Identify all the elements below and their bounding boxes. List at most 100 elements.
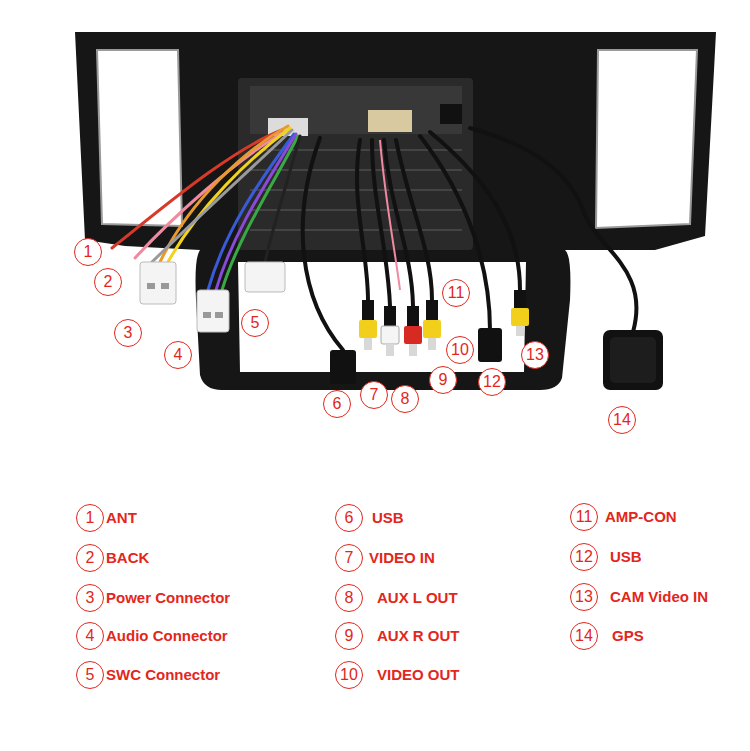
part-name: AUX R OUT	[377, 627, 460, 645]
swc-plug	[245, 262, 285, 292]
gps-antenna-top	[610, 337, 656, 383]
rca-body	[407, 306, 419, 326]
callout-number: 2	[94, 268, 122, 296]
callout-text: 13	[526, 347, 544, 363]
port-block	[368, 110, 412, 132]
part-name: VIDEO OUT	[377, 666, 460, 684]
rca-body	[426, 300, 438, 320]
callout-text: 7	[370, 387, 379, 403]
rca-body	[514, 290, 526, 308]
callout-number: 9	[335, 622, 363, 650]
rca-body	[362, 300, 374, 320]
part-name: GPS	[612, 627, 644, 645]
callout-text: 3	[124, 325, 133, 341]
cable	[303, 138, 343, 350]
part-name: CAM Video IN	[610, 588, 708, 606]
usb-plug	[478, 328, 502, 362]
rca-body	[384, 306, 396, 326]
part-name: USB	[372, 509, 404, 527]
callout-number: 12	[478, 368, 506, 396]
callout-text: 11	[576, 509, 593, 525]
callout-text: 10	[451, 342, 469, 358]
bezel-frame	[75, 32, 716, 390]
callout-text: 6	[333, 396, 342, 412]
callout-text: 7	[345, 550, 354, 566]
part-name: USB	[610, 548, 642, 566]
wire	[265, 136, 300, 262]
callout-number: 14	[608, 406, 636, 434]
callout-text: 9	[345, 628, 354, 644]
cables	[303, 128, 637, 350]
callout-number: 11	[442, 279, 470, 307]
rca-collar-yellow	[511, 308, 529, 326]
callout-number: 1	[76, 504, 104, 532]
rca-collar-red	[404, 326, 422, 344]
rca-collar-yellow	[359, 320, 377, 338]
callout-text: 10	[340, 667, 358, 683]
rca-tip	[364, 338, 372, 350]
callout-text: 5	[251, 315, 260, 331]
rca-collar-yellow	[423, 320, 441, 338]
usb-plug	[330, 350, 356, 384]
callout-text: 1	[86, 510, 95, 526]
callout-text: 8	[345, 590, 354, 606]
part-name: Audio Connector	[106, 627, 228, 645]
gps-cable	[470, 128, 636, 332]
callout-text: 12	[483, 374, 501, 390]
callout-number: 8	[335, 584, 363, 612]
callout-number: 5	[76, 661, 104, 689]
audio-plug	[197, 290, 229, 332]
callout-text: 3	[86, 590, 95, 606]
rca-tip	[516, 326, 524, 336]
rib	[250, 209, 462, 211]
callout-number: 7	[335, 544, 363, 572]
callout-number: 8	[391, 385, 419, 413]
callout-number: 3	[76, 584, 104, 612]
callout-text: 11	[448, 285, 465, 301]
callout-number: 5	[241, 309, 269, 337]
callout-text: 4	[174, 347, 183, 363]
rca-collar-white	[381, 326, 399, 344]
callout-text: 8	[401, 391, 410, 407]
gps-antenna	[603, 330, 663, 390]
callout-text: 14	[575, 628, 593, 644]
part-name: AMP-CON	[605, 508, 677, 526]
callout-text: 4	[86, 628, 95, 644]
cable	[420, 136, 490, 330]
callout-text: 13	[575, 589, 593, 605]
callout-number: 9	[429, 366, 457, 394]
callout-text: 1	[84, 244, 93, 260]
callout-text: 6	[345, 510, 354, 526]
callout-text: 5	[86, 667, 95, 683]
callout-text: 14	[613, 412, 631, 428]
part-name: SWC Connector	[106, 666, 220, 684]
cable	[430, 132, 520, 290]
callout-number: 14	[570, 622, 598, 650]
cable	[357, 140, 368, 300]
callout-number: 13	[521, 341, 549, 369]
callout-text: 12	[575, 549, 593, 565]
plug-hole	[147, 283, 155, 289]
callout-number: 10	[335, 661, 363, 689]
plug-hole	[203, 312, 211, 318]
amp-wire	[380, 140, 400, 290]
rca-tip	[428, 338, 436, 350]
rca-tip	[386, 344, 394, 356]
callout-number: 4	[164, 341, 192, 369]
callout-number: 12	[570, 543, 598, 571]
callout-number: 7	[360, 381, 388, 409]
part-name: BACK	[106, 549, 149, 567]
callout-number: 1	[74, 238, 102, 266]
plug-hole	[161, 283, 169, 289]
part-name: AUX L OUT	[377, 589, 458, 607]
part-name: VIDEO IN	[369, 549, 435, 567]
callout-number: 13	[570, 583, 598, 611]
callout-number: 10	[446, 336, 474, 364]
callout-number: 3	[114, 319, 142, 347]
port-block	[440, 104, 462, 124]
callout-number: 6	[335, 504, 363, 532]
plug-hole	[215, 312, 223, 318]
callout-number: 2	[76, 544, 104, 572]
rca-tip	[409, 344, 417, 356]
